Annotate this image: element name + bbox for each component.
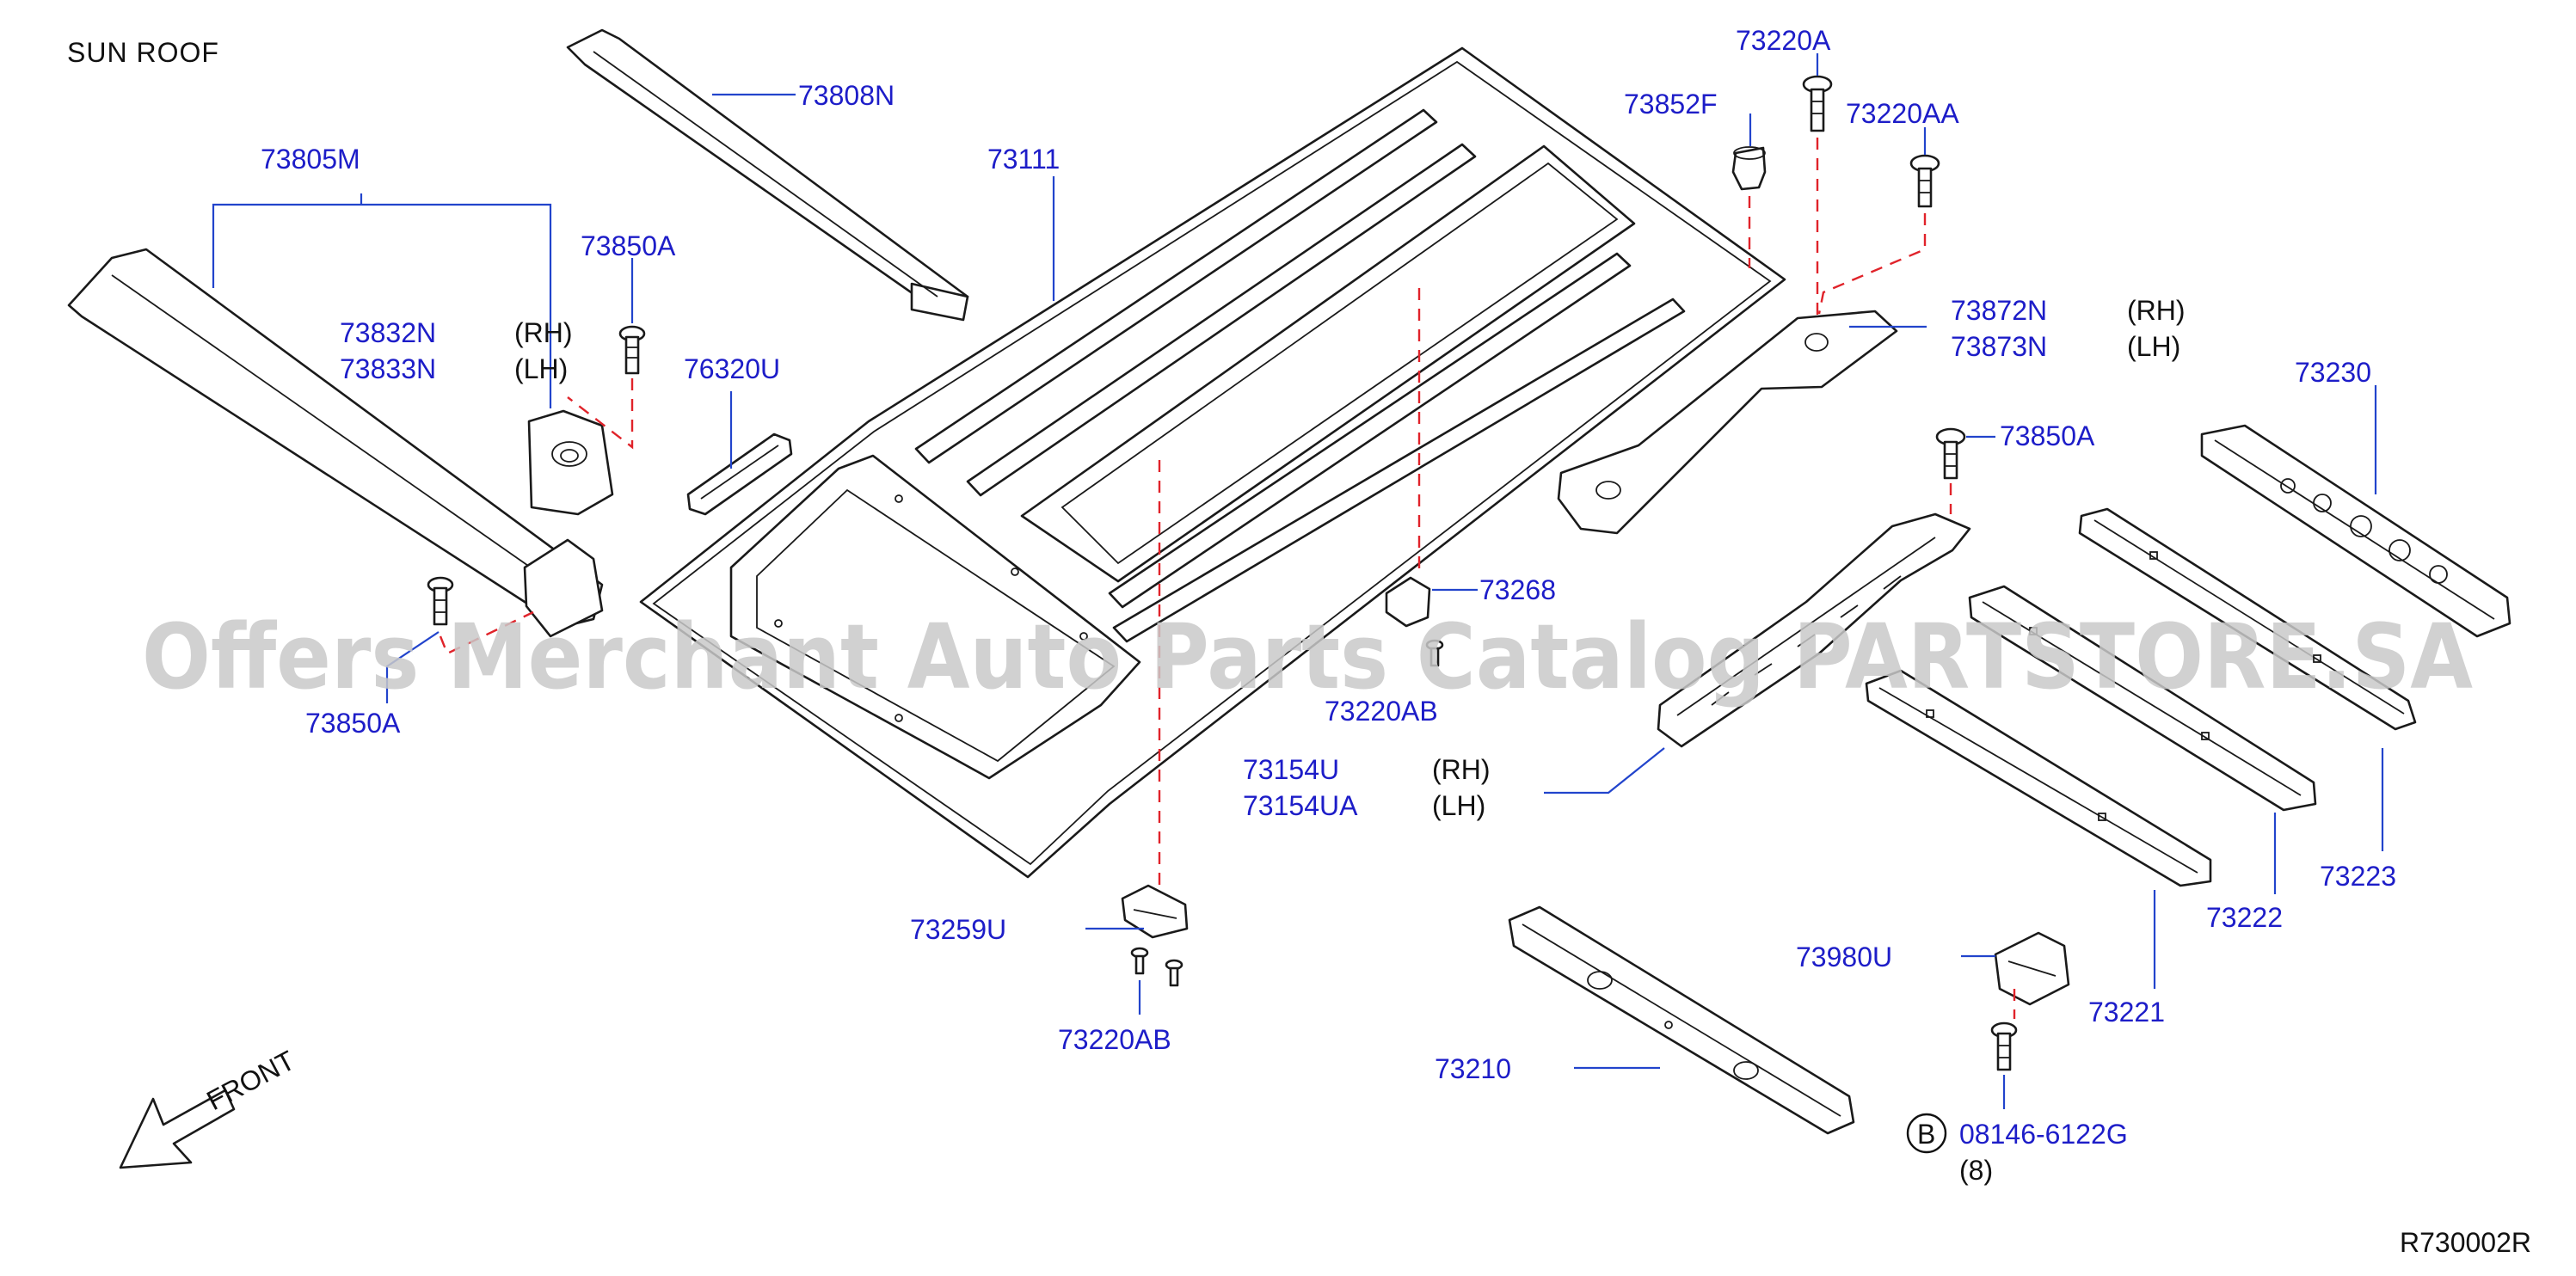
- callout-08146-6122G[interactable]: 08146-6122G: [1959, 1119, 2128, 1150]
- callout-73220AB-mid[interactable]: 73220AB: [1325, 696, 1438, 727]
- callout-73872N[interactable]: 73872N: [1951, 295, 2047, 326]
- callout-73220AB-low[interactable]: 73220AB: [1058, 1024, 1171, 1055]
- front-label: FRONT: [201, 1045, 299, 1117]
- callout-73259U[interactable]: 73259U: [910, 914, 1006, 945]
- callout-73832N[interactable]: 73832N: [340, 317, 436, 348]
- bolt-73850A-left[interactable]: [427, 576, 454, 626]
- side-mark-rh-3: (RH): [1432, 754, 1491, 785]
- bolt-quantity: (8): [1959, 1155, 1993, 1186]
- screw-73220AA[interactable]: [1909, 154, 1940, 208]
- callout-73833N[interactable]: 73833N: [340, 353, 436, 384]
- bolt-73850A-top[interactable]: [618, 325, 646, 375]
- callout-73210[interactable]: 73210: [1435, 1053, 1511, 1084]
- callout-73808N[interactable]: 73808N: [798, 80, 895, 111]
- bolt-marker-circle: [1906, 1113, 1947, 1154]
- side-mark-lh-1: (LH): [514, 353, 568, 384]
- screw-73220AB-low[interactable]: [1130, 947, 1183, 987]
- callout-73111[interactable]: 73111: [987, 144, 1060, 175]
- roof-bow-73221[interactable]: [1865, 669, 2212, 887]
- bracket-73872N[interactable]: [1557, 310, 1898, 535]
- front-header-73210[interactable]: [1508, 905, 1855, 1135]
- callout-73154UA[interactable]: 73154UA: [1243, 790, 1358, 821]
- roof-bow-73223[interactable]: [2078, 507, 2417, 731]
- watermark: Offers Merchant Auto Parts Catalog PARTS…: [142, 604, 2473, 709]
- callout-73805M[interactable]: 73805M: [261, 144, 360, 175]
- callout-73850A-left[interactable]: 73850A: [305, 708, 401, 739]
- callout-73850A-right[interactable]: 73850A: [2000, 420, 2095, 451]
- roof-panel[interactable]: [639, 46, 1786, 879]
- diagram-title: SUN ROOF: [67, 37, 219, 68]
- callout-73873N[interactable]: 73873N: [1951, 331, 2047, 362]
- rail-end-cap[interactable]: [527, 409, 614, 516]
- side-mark-lh-2: (LH): [2127, 331, 2180, 362]
- side-rail-73154U[interactable]: [1657, 512, 1971, 748]
- side-mark-lh-3: (LH): [1432, 790, 1485, 821]
- bracket-73980U[interactable]: [1994, 931, 2070, 1006]
- bracket-73259U[interactable]: [1121, 884, 1189, 939]
- callout-73850A-top[interactable]: 73850A: [581, 230, 676, 261]
- bracket-73268[interactable]: [1385, 576, 1431, 628]
- diagram-code: R730002R: [2400, 1227, 2531, 1258]
- callout-73220A[interactable]: 73220A: [1736, 25, 1831, 56]
- callout-73154U[interactable]: 73154U: [1243, 754, 1339, 785]
- screw-73220A[interactable]: [1802, 75, 1833, 132]
- side-mark-rh-1: (RH): [514, 317, 573, 348]
- grommet-73852F[interactable]: [1731, 146, 1767, 191]
- roof-bow-73230[interactable]: [2200, 424, 2511, 638]
- callout-73268[interactable]: 73268: [1479, 574, 1556, 605]
- callout-73220AA[interactable]: 73220AA: [1846, 98, 1959, 129]
- side-mark-rh-2: (RH): [2127, 295, 2186, 326]
- callout-73223[interactable]: 73223: [2320, 861, 2396, 892]
- callout-73852F[interactable]: 73852F: [1624, 89, 1718, 120]
- screw-73220AB-mid[interactable]: [1425, 639, 1444, 667]
- callout-73230[interactable]: 73230: [2295, 357, 2371, 388]
- callout-73221[interactable]: 73221: [2088, 997, 2165, 1028]
- front-arrow-icon: [119, 1089, 236, 1169]
- callout-76320U[interactable]: 76320U: [684, 353, 780, 384]
- clip-76320U[interactable]: [686, 432, 793, 516]
- roof-rail-upper[interactable]: [566, 28, 969, 322]
- callout-73222[interactable]: 73222: [2206, 902, 2283, 933]
- bolt-marker-b: B: [1917, 1119, 1935, 1150]
- roof-rail-lower[interactable]: [67, 248, 604, 638]
- bolt-08146-6122G[interactable]: [1990, 1021, 2018, 1071]
- callout-73980U[interactable]: 73980U: [1796, 942, 1892, 972]
- bolt-73850A-right[interactable]: [1935, 427, 1966, 480]
- roof-bow-73222[interactable]: [1968, 585, 2317, 812]
